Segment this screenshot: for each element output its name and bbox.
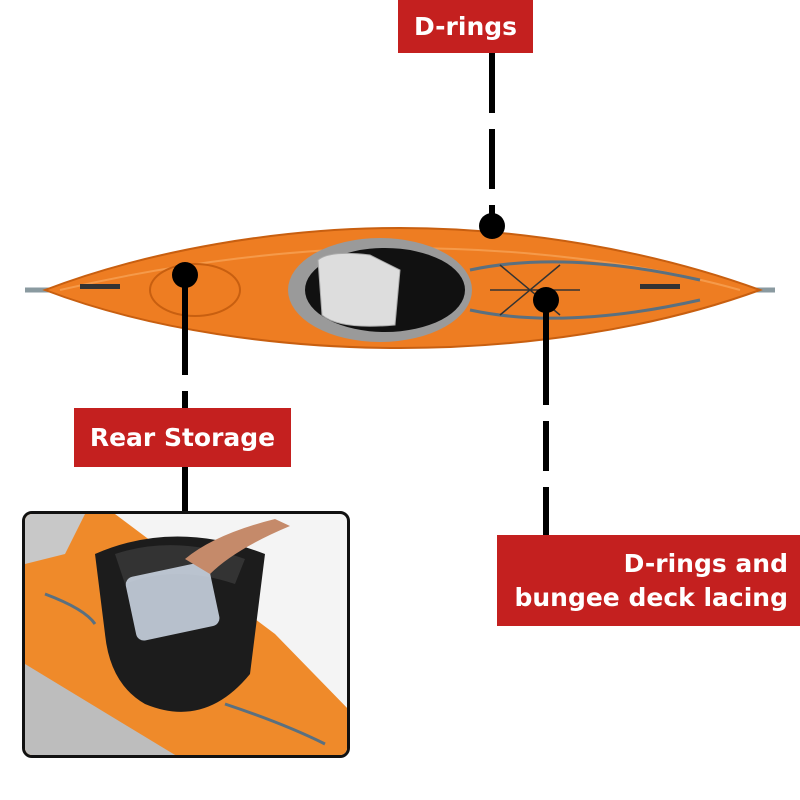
d-rings-label: D-rings bbox=[398, 0, 533, 53]
bungee-label-line2: bungee deck lacing bbox=[514, 582, 788, 612]
rear-storage-label-text: Rear Storage bbox=[89, 423, 276, 452]
bungee-deck-lacing-label: D-rings and bungee deck lacing bbox=[497, 535, 800, 626]
d-rings-connector bbox=[479, 53, 505, 239]
rear-storage-photo bbox=[22, 511, 350, 758]
rear-storage-label: Rear Storage bbox=[74, 408, 291, 467]
kayak-top-view bbox=[25, 226, 775, 350]
rear-storage-connector bbox=[172, 262, 198, 512]
bungee-connector bbox=[533, 287, 559, 535]
d-rings-label-text: D-rings bbox=[413, 12, 518, 41]
bungee-label-line1: D-rings and bbox=[623, 548, 788, 578]
